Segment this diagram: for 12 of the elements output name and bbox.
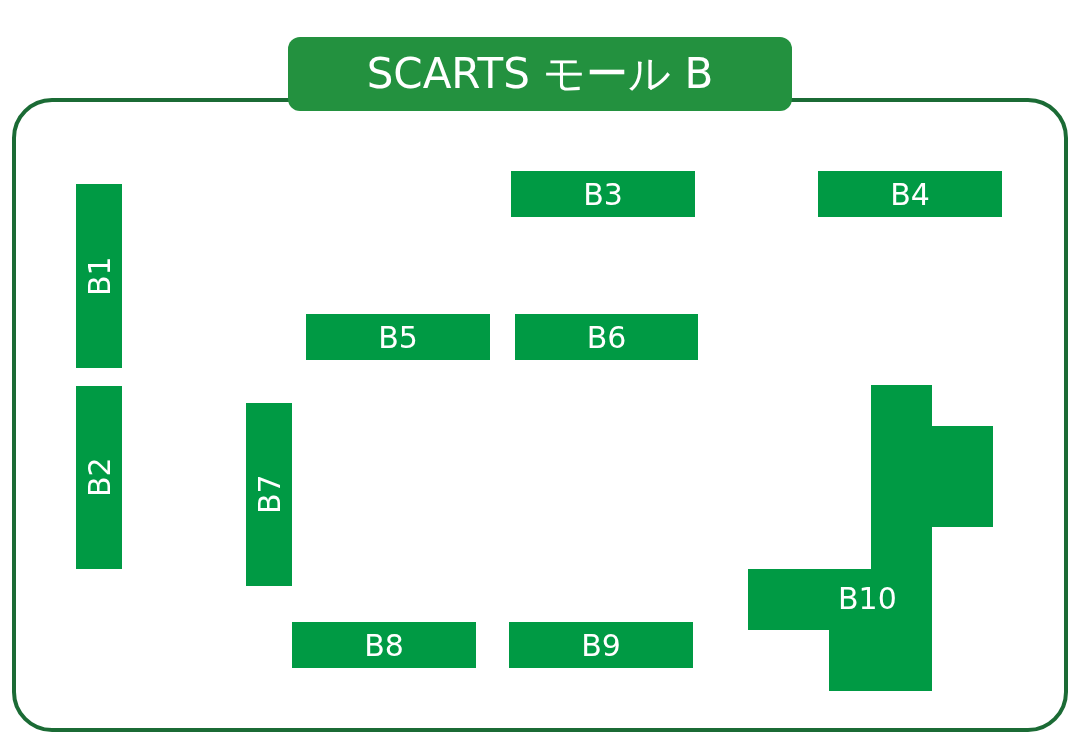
booth-area: B6 <box>515 314 698 360</box>
booth-area: B3 <box>511 171 695 217</box>
booth-area <box>748 385 993 691</box>
booth-area: B8 <box>292 622 476 668</box>
booth-area: B9 <box>509 622 693 668</box>
booth-area: B2 <box>76 386 122 569</box>
booth-area: B5 <box>306 314 490 360</box>
booth-area: B1 <box>76 184 122 368</box>
title-tab: SCARTS モール B <box>288 37 792 111</box>
booth-area: B7 <box>246 403 292 586</box>
booth-area: B4 <box>818 171 1002 217</box>
booth-label: B10 <box>838 581 897 616</box>
